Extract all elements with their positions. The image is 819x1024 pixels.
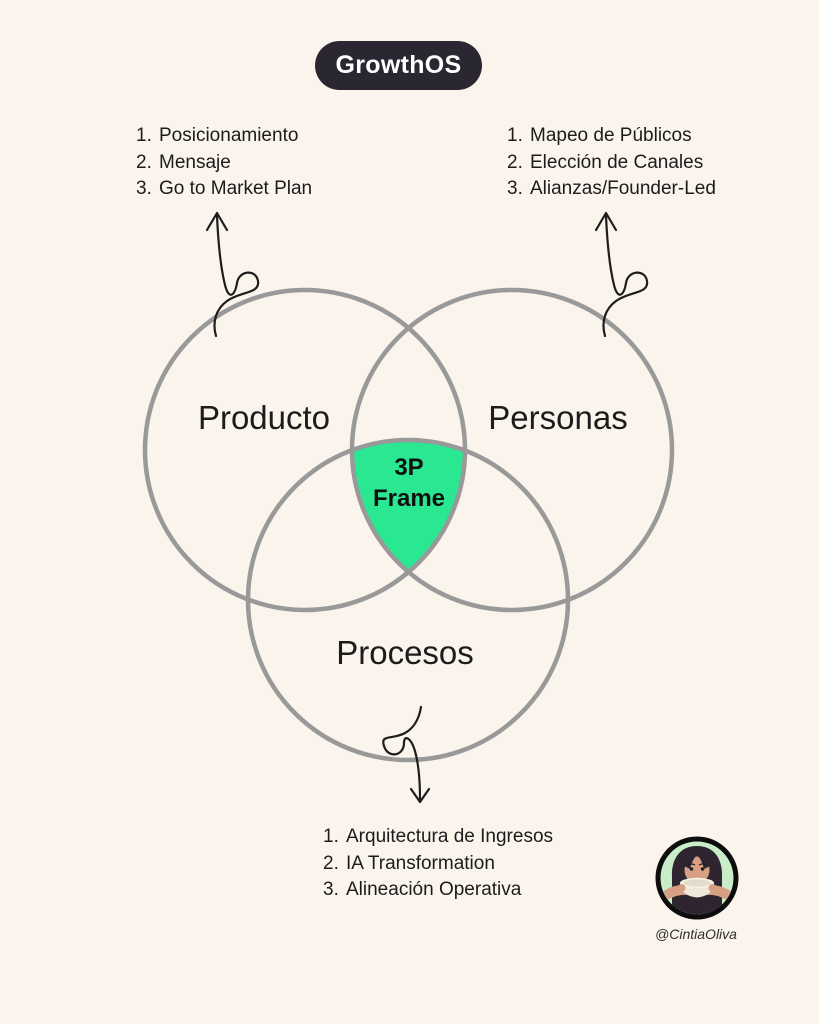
item-number: 1. — [136, 125, 152, 146]
item-number: 3. — [323, 879, 339, 900]
circle-label-personas: Personas — [488, 399, 628, 436]
item-number: 1. — [323, 826, 339, 847]
list-item: 2. IA Transformation — [323, 851, 553, 878]
author-handle: @CintiaOliva — [655, 926, 737, 942]
center-label-line1: 3P — [394, 454, 424, 481]
arrow-to-producto-list-icon — [205, 211, 260, 338]
list-item: 1. Posicionamiento — [136, 123, 312, 150]
circle-procesos-outline — [245, 437, 571, 763]
list-procesos: 1. Arquitectura de Ingresos 2. IA Transf… — [323, 824, 553, 904]
item-text: Mapeo de Públicos — [530, 125, 692, 146]
item-text: Arquitectura de Ingresos — [346, 826, 554, 847]
avatar — [652, 833, 742, 923]
list-item: 1. Mapeo de Públicos — [507, 123, 716, 150]
item-number: 2. — [136, 151, 152, 173]
item-number: 1. — [507, 125, 523, 146]
title-badge: GrowthOS — [315, 41, 482, 90]
center-label-line2: Frame — [372, 485, 446, 512]
item-number: 2. — [323, 852, 339, 874]
item-text: Alianzas/Founder-Led — [530, 178, 716, 199]
item-text: Alineación Operativa — [346, 879, 522, 900]
item-number: 3. — [136, 178, 152, 199]
item-number: 2. — [507, 151, 523, 173]
item-text: Go to Market Plan — [159, 178, 313, 199]
list-item: 3. Alianzas/Founder-Led — [507, 176, 716, 203]
list-producto: 1. Posicionamiento 2. Mensaje 3. Go to M… — [136, 123, 312, 203]
item-text: IA Transformation — [346, 852, 495, 874]
arrow-to-personas-list-icon — [594, 211, 649, 338]
list-item: 1. Arquitectura de Ingresos — [323, 824, 553, 851]
circle-label-producto: Producto — [197, 399, 331, 436]
item-text: Posicionamiento — [159, 125, 299, 146]
item-number: 3. — [507, 178, 523, 199]
arrow-to-procesos-list-icon — [382, 705, 431, 804]
item-text: Elección de Canales — [530, 151, 704, 173]
title-badge-label: GrowthOS — [335, 51, 462, 79]
list-personas: 1. Mapeo de Públicos 2. Elección de Cana… — [507, 123, 716, 203]
list-item: 3. Go to Market Plan — [136, 176, 312, 203]
center-label: 3P Frame — [373, 452, 445, 514]
list-item: 3. Alineación Operativa — [323, 877, 553, 904]
circle-label-procesos: Procesos — [336, 634, 474, 671]
item-text: Mensaje — [159, 151, 231, 173]
avatar-photo-icon — [655, 836, 739, 920]
list-item: 2. Elección de Canales — [507, 150, 716, 177]
list-item: 2. Mensaje — [136, 150, 312, 177]
